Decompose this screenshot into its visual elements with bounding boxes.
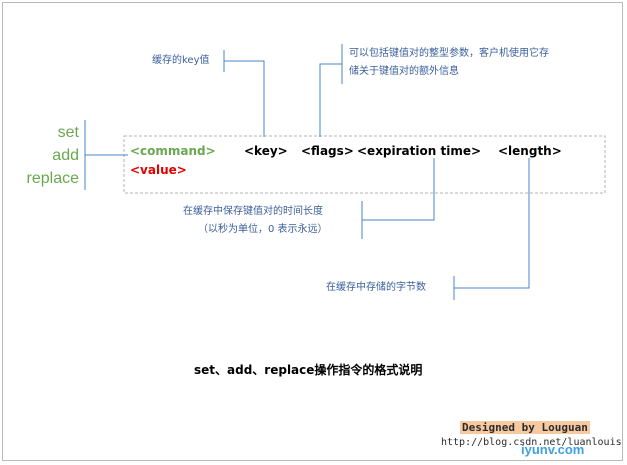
diagram-caption: set、add、replace操作指令的格式说明 [194, 363, 423, 377]
exptime-connector [362, 158, 435, 221]
key-note: 缓存的key值 [152, 55, 210, 66]
exptime-note-line1: 在缓存中保存键值对的时间长度 [183, 206, 323, 217]
syntax-exptime: <expiration time> [357, 144, 482, 158]
operation-replace: replace [26, 170, 79, 187]
syntax-flags: <flags> [301, 144, 354, 158]
syntax-key: <key> [244, 144, 288, 158]
operation-set: set [57, 124, 79, 141]
key-connector [223, 58, 265, 137]
flags-note-line1: 可以包括键值对的整型参数，客户机使用它存 [349, 48, 549, 59]
watermark: iyunv.com [521, 442, 585, 457]
exptime-note-line2: （以秒为单位，0 表示永远） [198, 224, 328, 235]
flags-note-line2: 储关于键值对的额外信息 [349, 66, 459, 77]
syntax-command: <command> [130, 144, 216, 158]
syntax-length: <length> [498, 144, 562, 158]
flags-connector [319, 63, 342, 137]
length-note: 在缓存中存储的字节数 [326, 282, 426, 293]
diagram-frame [2, 2, 623, 461]
credit-label: Designed by Louguan [460, 421, 590, 434]
syntax-box [123, 135, 606, 194]
syntax-value: <value> [130, 163, 187, 177]
length-connector [454, 158, 530, 289]
operation-add: add [52, 147, 79, 164]
credit-url: http://blog.csdn.net/luanlouis [441, 437, 622, 448]
